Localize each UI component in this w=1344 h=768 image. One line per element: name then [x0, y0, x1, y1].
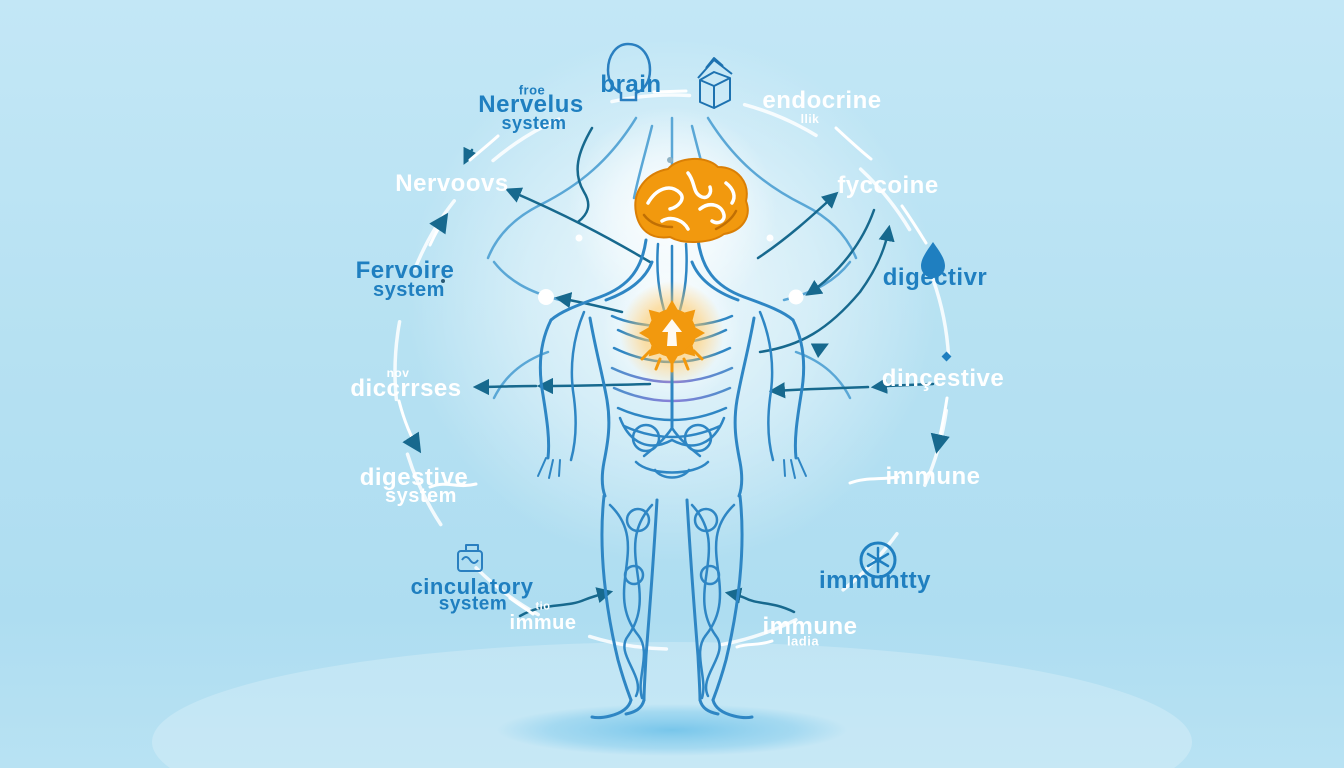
label-nervelus-system: system [501, 113, 567, 133]
label-tio: tio [535, 600, 551, 613]
label-immune-right: immune [885, 463, 981, 490]
accent-dots [441, 157, 952, 362]
brain-illustration [634, 158, 749, 243]
immune-wheel-icon [859, 541, 897, 579]
label-nov: nov [386, 366, 410, 380]
head-outline-icon [606, 42, 652, 102]
label-diccrrses: diccrrses [350, 375, 462, 402]
label-froe: froe [518, 82, 546, 98]
label-endocrine: endocrine [762, 87, 882, 114]
label-digestive-system: system [385, 485, 457, 507]
droplet-pin-icon [921, 242, 945, 278]
label-endocrine-sub: llik [800, 112, 820, 126]
label-digectivr: digectivr [882, 264, 988, 291]
label-ladia: ladia [786, 633, 820, 649]
label-cinculatory-system: system [438, 593, 508, 615]
cube-icon [697, 57, 733, 109]
label-dincestive: dinçestive [881, 365, 1005, 392]
label-fyccoine: fyccoine [837, 172, 939, 199]
label-immune-bottom: immune [762, 613, 858, 640]
label-immue: immue [509, 612, 577, 634]
label-fervoire: Fervoire [355, 257, 455, 284]
white-connectors [397, 89, 950, 649]
label-cinculatory: cinculatory [410, 574, 534, 599]
package-box-icon [457, 544, 483, 572]
label-nervoovs: Nervoovs [395, 170, 509, 197]
label-nervelus: Nervelus [478, 91, 584, 118]
label-immuntty: immuntty [819, 567, 931, 594]
label-fervoire-system: system [373, 279, 445, 301]
label-digestive: digestive [359, 464, 469, 491]
connector-lines [463, 126, 935, 618]
chest-burst-emblem [620, 281, 724, 385]
label-brain: brain [600, 71, 662, 98]
